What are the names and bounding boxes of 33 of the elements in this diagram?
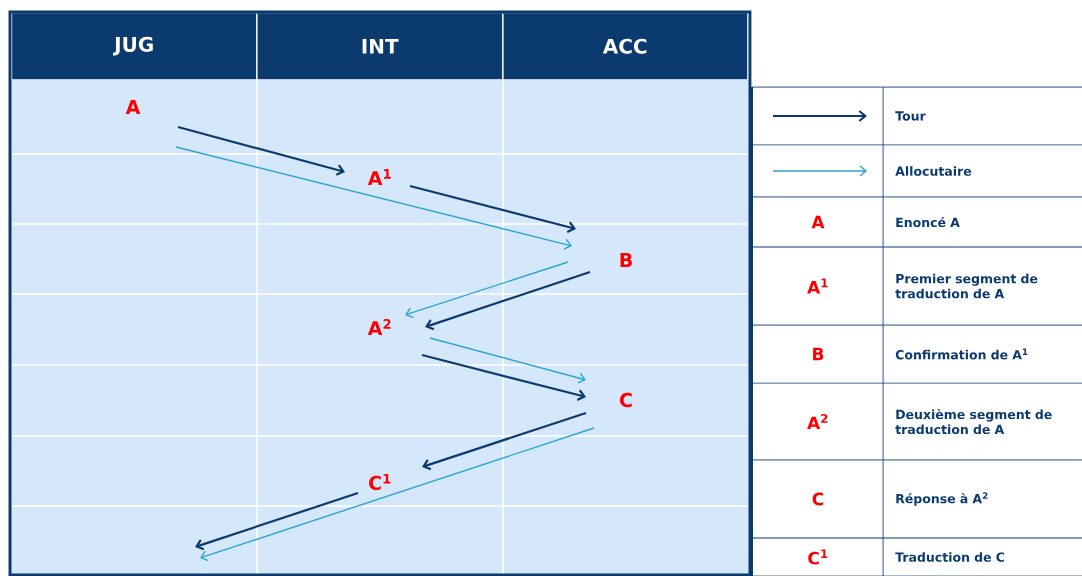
speech-label: B xyxy=(620,253,632,267)
key-symbol: B xyxy=(813,347,824,361)
key-description: Réponse à A$^{2}$ xyxy=(896,492,988,506)
header-cell: JUG xyxy=(12,13,257,80)
key-symbol: A$^{2}$ xyxy=(807,413,828,430)
legend-text: Tour xyxy=(895,111,926,121)
speech-label: A xyxy=(125,100,141,114)
key-description: Enoncé A xyxy=(896,216,960,228)
arrow xyxy=(429,337,586,384)
arrow xyxy=(409,184,576,233)
arrow xyxy=(425,270,591,331)
key-symbol: A$^{1}$ xyxy=(807,278,828,294)
arrow xyxy=(200,427,595,562)
speech-label: C$^{1}$ xyxy=(369,473,391,491)
arrow xyxy=(405,261,569,319)
legend-text: Allocutaire xyxy=(895,166,972,176)
key-symbol: A xyxy=(811,215,825,229)
arrow xyxy=(177,125,345,176)
arrow xyxy=(421,353,586,401)
speech-label: C xyxy=(620,392,632,408)
key-description: Deuxième segment de traduction de A xyxy=(895,408,1052,435)
key-description: Premier segment de traduction de A xyxy=(895,273,1038,299)
key-description: Traduction de C xyxy=(895,552,1005,562)
arrow xyxy=(195,491,359,551)
speech-label: A$^{1}$ xyxy=(367,169,391,185)
key-symbol: C xyxy=(812,492,824,506)
speech-label: A$^{2}$ xyxy=(367,318,391,336)
arrow xyxy=(422,411,587,471)
key-description: Confirmation de A$^{1}$ xyxy=(895,348,1028,360)
arrow xyxy=(175,146,572,250)
header-cell: ACC xyxy=(503,13,748,80)
key-symbol: C$^{1}$ xyxy=(808,549,828,565)
header-cell: INT xyxy=(257,13,503,80)
